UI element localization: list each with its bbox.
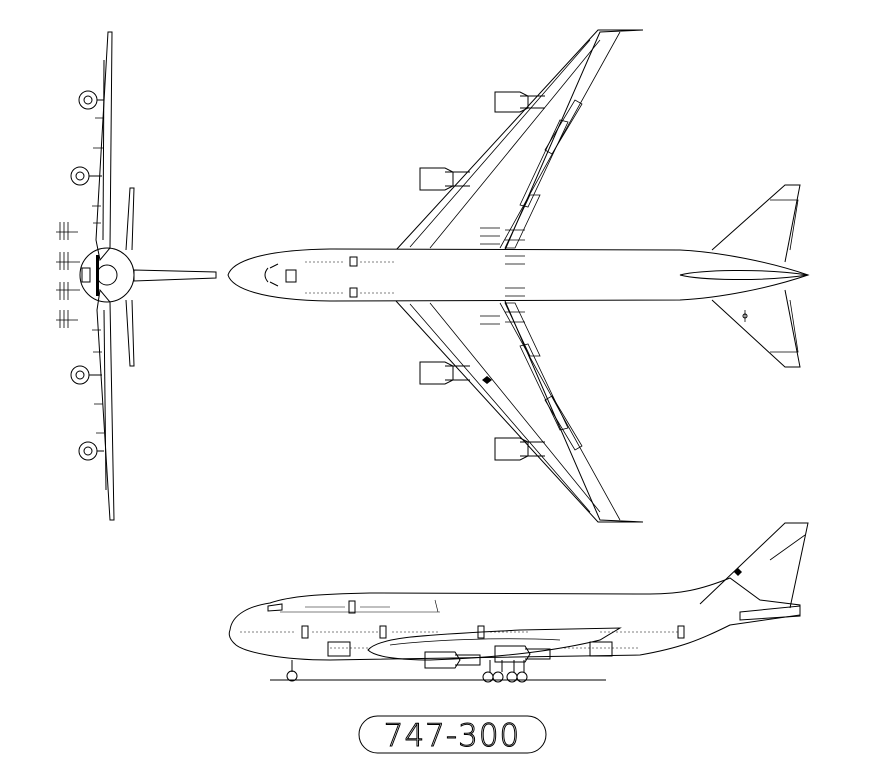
top-engine-1: [494, 91, 545, 113]
nose-gear-wheel: [286, 670, 298, 682]
top-engine-4: [494, 437, 545, 461]
top-wing-lower: [395, 300, 644, 523]
front-view: [56, 31, 217, 521]
side-engine-2: [494, 645, 551, 663]
front-fuselage: [79, 247, 135, 303]
top-engine-2: [419, 167, 470, 191]
front-engine-3: [70, 365, 102, 385]
top-view: [227, 29, 810, 523]
model-label-box: 747-300: [358, 715, 547, 755]
side-engine-1: [424, 651, 481, 669]
side-view: [228, 522, 809, 683]
front-engine-2: [70, 166, 102, 186]
side-fuselage: [228, 577, 801, 661]
front-engine-1: [78, 90, 104, 110]
top-engine-3: [419, 361, 470, 385]
top-wing-upper: [395, 29, 644, 251]
front-engine-4: [78, 441, 104, 461]
model-label: 747-300: [384, 718, 521, 754]
